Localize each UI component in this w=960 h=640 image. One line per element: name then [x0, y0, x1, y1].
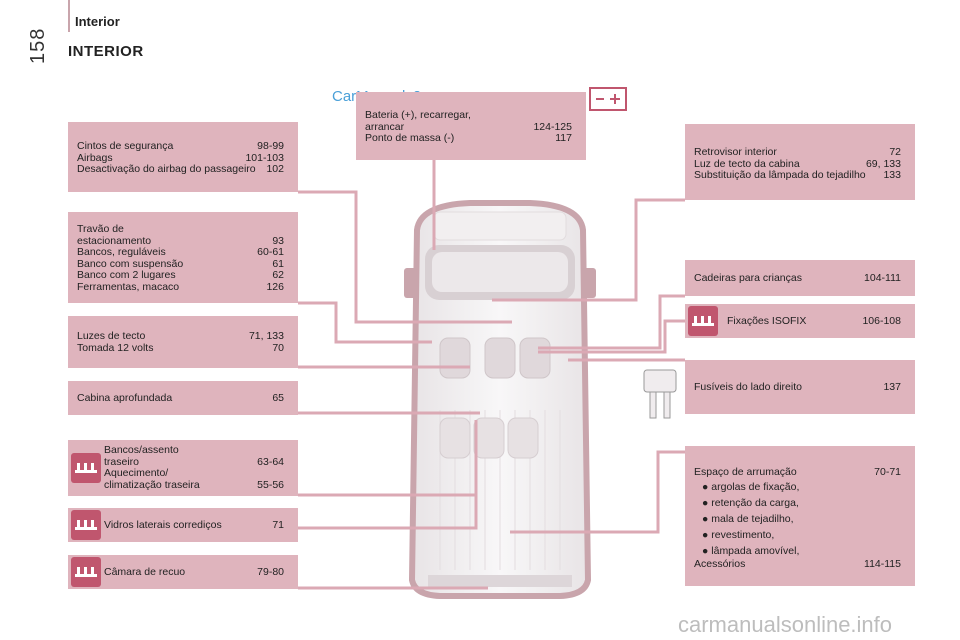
sidebar-line — [68, 0, 70, 32]
storage-bullet: ● argolas de fixação, — [702, 480, 800, 493]
leader-lines — [298, 160, 685, 590]
isofix-icon — [688, 306, 718, 336]
fuse-icon — [643, 369, 677, 419]
storage-bullet: ● revestimento, — [702, 528, 775, 541]
isofix-icon — [71, 453, 101, 483]
storage-bullet: ● mala de tejadilho, — [702, 512, 794, 525]
storage-bullet: ● lâmpada amovível, — [702, 544, 800, 557]
header-title: Interior — [75, 14, 120, 29]
section-title: INTERIOR — [68, 43, 144, 60]
van-outline — [404, 200, 596, 599]
isofix-icon — [71, 510, 101, 540]
watermark-bottom: carmanualsonline.info — [678, 612, 893, 637]
storage-bullet: ● retenção da carga, — [702, 496, 799, 509]
battery-icon — [589, 87, 627, 111]
isofix-icon — [71, 557, 101, 587]
